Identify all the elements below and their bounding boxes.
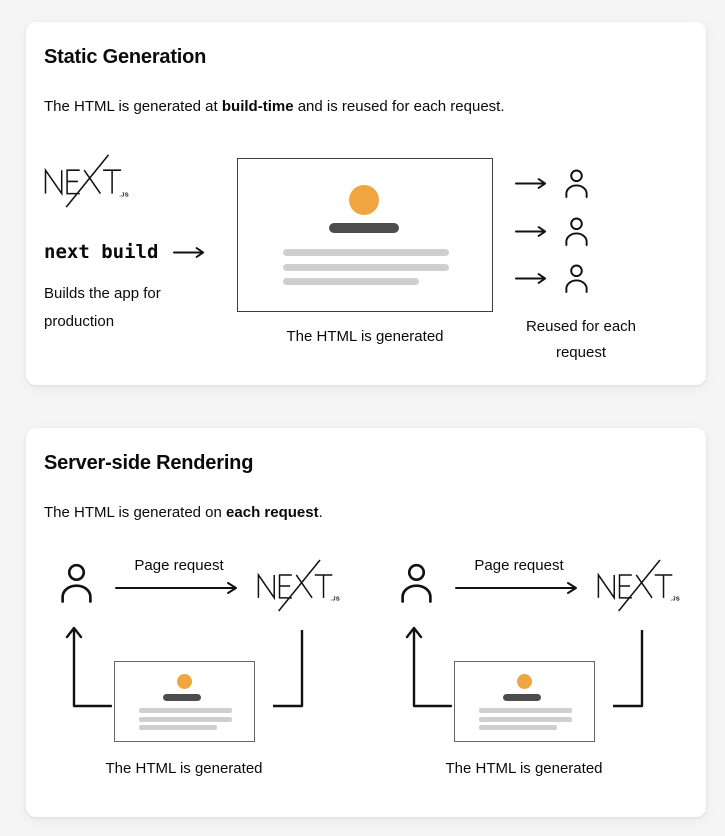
arrow-up-elbow-icon <box>405 626 453 708</box>
heading-placeholder-bar <box>329 223 399 233</box>
request-row <box>515 217 590 246</box>
nextjs-logo-icon: NEXT .JS <box>597 559 680 612</box>
card-title: Static Generation <box>44 46 207 68</box>
arrow-right-icon <box>115 582 237 594</box>
arrow-right-icon <box>515 273 547 284</box>
user-icon <box>565 264 588 293</box>
desc-text: and is reused for each request. <box>293 98 505 115</box>
text-placeholder-line <box>283 249 449 256</box>
desc-bold-text: build-time <box>221 98 294 115</box>
reuse-caption: Reused for each request <box>525 318 637 361</box>
user-icon <box>565 169 588 198</box>
browser-caption: The HTML is generated <box>445 760 603 777</box>
ssr-diagram: Page request NEXT .JS The HTML is genera… <box>44 553 346 798</box>
desc-text: The HTML is generated on <box>44 504 227 521</box>
server-side-rendering-card: Server-side Rendering The HTML is genera… <box>26 428 706 817</box>
nextjs-logo: NEXT .JS <box>594 557 682 614</box>
desc-text: The HTML is generated at <box>44 98 222 115</box>
text-placeholder-line <box>479 708 572 713</box>
avatar-circle <box>177 674 192 689</box>
browser-mockup <box>237 158 493 312</box>
browser-caption: The HTML is generated <box>286 328 444 345</box>
nextjs-logo: NEXT .JS <box>41 152 131 210</box>
desc-bold-text: each request <box>226 504 319 521</box>
card-description: The HTML is generated at build-time and … <box>44 98 505 115</box>
build-command-text: next build <box>44 241 159 263</box>
arrow-right-icon <box>455 582 577 594</box>
arrow-right-icon <box>515 178 547 189</box>
build-command-row: next build <box>44 241 207 263</box>
text-placeholder-line <box>283 278 419 285</box>
card-description: The HTML is generated on each request. <box>44 504 323 521</box>
heading-placeholder-bar <box>163 694 201 701</box>
text-placeholder-line <box>139 708 232 713</box>
page-request-label: Page request <box>134 557 224 574</box>
request-row <box>515 169 590 198</box>
text-placeholder-line <box>479 725 557 730</box>
user-icon <box>565 217 588 246</box>
arrow-up-elbow-icon <box>65 626 113 708</box>
text-placeholder-line <box>139 725 217 730</box>
nextjs-logo-icon: NEXT .JS <box>44 154 129 208</box>
text-placeholder-line <box>283 264 449 271</box>
svg-text:.JS: .JS <box>671 596 680 602</box>
svg-text:.JS: .JS <box>119 192 129 198</box>
user-icon <box>61 563 92 603</box>
build-command-note: Builds the app for production <box>44 285 161 330</box>
desc-text: . <box>318 504 323 521</box>
browser-mockup <box>114 661 255 742</box>
card-title: Server-side Rendering <box>44 452 254 474</box>
user-icon <box>401 563 432 603</box>
connector-down-left-icon <box>273 630 304 708</box>
svg-text:.JS: .JS <box>331 596 340 602</box>
page-request-label: Page request <box>474 557 564 574</box>
browser-mockup <box>454 661 595 742</box>
connector-down-left-icon <box>613 630 644 708</box>
nextjs-logo-icon: NEXT .JS <box>257 559 340 612</box>
avatar-circle <box>349 185 379 215</box>
text-placeholder-line <box>139 717 232 722</box>
avatar-circle <box>517 674 532 689</box>
request-row <box>515 264 590 293</box>
browser-caption: The HTML is generated <box>105 760 263 777</box>
nextjs-logo: NEXT .JS <box>254 557 342 614</box>
arrow-right-icon <box>515 226 547 237</box>
ssr-diagram: Page request NEXT .JS The HTML is genera… <box>384 553 686 798</box>
text-placeholder-line <box>479 717 572 722</box>
static-generation-card: Static Generation The HTML is generated … <box>26 22 706 385</box>
heading-placeholder-bar <box>503 694 541 701</box>
arrow-right-icon <box>173 246 205 258</box>
